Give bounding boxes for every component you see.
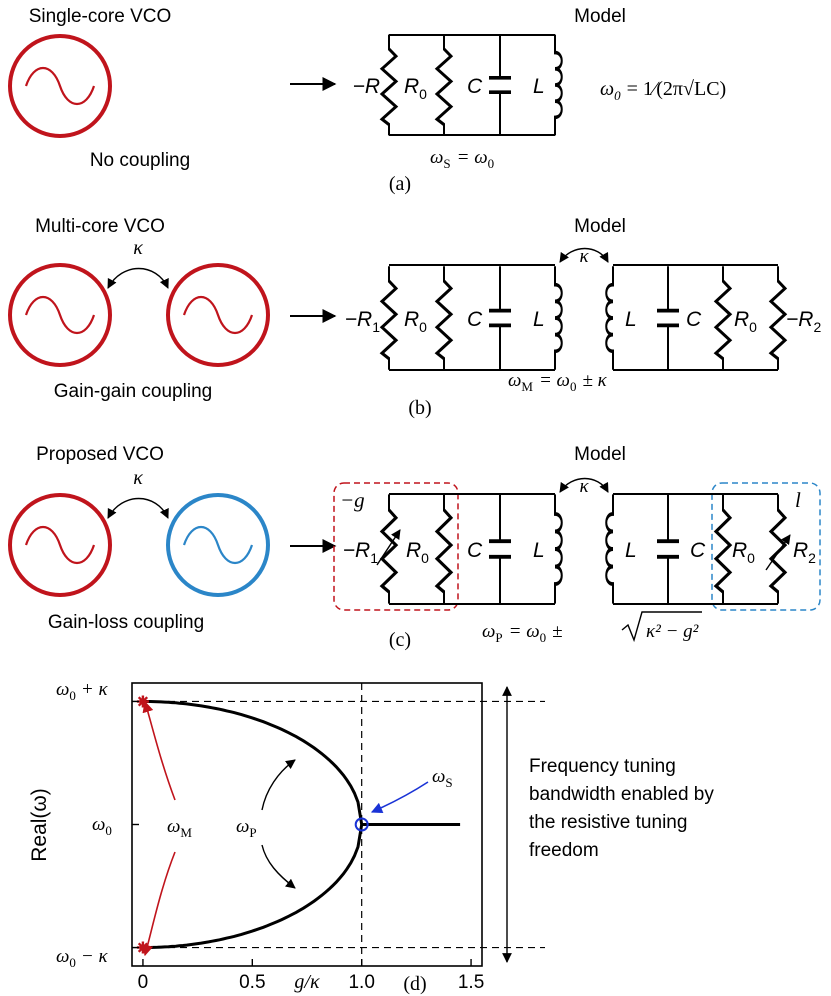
panel-c-caption: (c) bbox=[389, 629, 411, 651]
l-label: L bbox=[533, 308, 545, 331]
plot-marks: 0 0.5 1.0 1.5 bbox=[132, 683, 545, 993]
neg-r1-label: −R1 bbox=[343, 539, 378, 566]
freq-root-term: κ² − g² bbox=[646, 621, 699, 642]
x-axis-label: g/κ bbox=[294, 971, 320, 993]
l-label: L bbox=[625, 308, 637, 331]
vco-core-gain-icon bbox=[8, 263, 112, 367]
exceptional-point bbox=[354, 817, 369, 832]
panel-a: Single-core VCO No coupling Model −R R0 … bbox=[8, 6, 726, 195]
series-line bbox=[142, 700, 364, 825]
resonance-formula: ω0= 1∕(2π√LC) bbox=[600, 78, 726, 103]
omega-s-arrow-icon bbox=[370, 781, 429, 814]
vco-core-gain-icon bbox=[8, 493, 112, 597]
panel-d: 0 0.5 1.0 1.5 ω0+ κ ω0 ω0− κ Real(ω) g/κ (d… bbox=[28, 679, 719, 995]
loss-region-box bbox=[711, 482, 821, 611]
kappa-label: κ bbox=[133, 237, 143, 259]
panel-b-title: Multi-core VCO bbox=[35, 216, 165, 237]
l-label: L bbox=[533, 75, 545, 98]
neg-r-label: −R bbox=[353, 75, 380, 98]
x-tick-label: 1.0 bbox=[348, 972, 374, 993]
coupling-arrow-icon bbox=[559, 477, 609, 493]
vco-core-loss-icon bbox=[166, 493, 270, 597]
x-tick-label: 0.5 bbox=[239, 972, 265, 993]
panel-a-sublabel: No coupling bbox=[90, 150, 190, 171]
r0-label: R0 bbox=[732, 539, 755, 566]
l-label: L bbox=[625, 539, 637, 562]
coupling-arrow-icon bbox=[107, 497, 169, 519]
omega-p-annotation: ωP bbox=[236, 816, 257, 840]
freq-omega-p: ωP= ω0± bbox=[482, 621, 563, 645]
coupling-arrow-icon bbox=[559, 247, 609, 263]
r0-label: R0 bbox=[406, 539, 429, 566]
circuit-b: κ −R1 R0 C L L C R0 −R2 bbox=[345, 246, 821, 372]
panel-c: Proposed VCO κ Gain-loss coupling Model bbox=[8, 444, 821, 651]
omega-m-arrow-up-icon bbox=[142, 700, 176, 801]
series-line bbox=[142, 824, 364, 949]
neg-r1-label: −R1 bbox=[345, 308, 380, 335]
c-label: C bbox=[690, 539, 706, 562]
panel-b: Multi-core VCO κ Gain-gain coupling Mode… bbox=[8, 216, 821, 419]
y-tick-mid: ω0 bbox=[92, 814, 112, 838]
panel-b-sublabel: Gain-gain coupling bbox=[54, 381, 212, 402]
vco-core-gain-icon bbox=[8, 34, 112, 138]
coupling-arrow-icon bbox=[107, 267, 169, 289]
bandwidth-note: Frequency tuning bandwidth enabled by th… bbox=[529, 756, 719, 861]
omega-p-arrow-up-icon bbox=[261, 759, 296, 811]
y-tick-bot: ω0− κ bbox=[56, 946, 108, 970]
panel-a-model-title: Model bbox=[574, 6, 626, 27]
vco-core-gain-icon bbox=[166, 263, 270, 367]
sine-wave-icon bbox=[182, 296, 254, 334]
freq-omega-m: ωM= ω0± κ bbox=[508, 370, 608, 394]
sqrt-sign-icon bbox=[621, 611, 702, 643]
panel-c-model-title: Model bbox=[574, 444, 626, 465]
kappa-label: κ bbox=[133, 467, 143, 489]
freq-omega-s: ωS= ω0 bbox=[430, 147, 494, 171]
kappa-label: κ bbox=[579, 476, 589, 497]
panel-d-caption: (d) bbox=[403, 973, 426, 995]
r0-label: R0 bbox=[404, 308, 427, 335]
minus-g-label: −g bbox=[340, 488, 365, 512]
sine-wave-icon bbox=[24, 296, 96, 334]
panel-b-model-title: Model bbox=[574, 216, 626, 237]
l-label: L bbox=[533, 539, 545, 562]
panel-b-caption: (b) bbox=[408, 397, 431, 419]
omega-s-annotation: ωS bbox=[432, 766, 453, 790]
c-label: C bbox=[467, 539, 483, 562]
r0-label: R0 bbox=[734, 308, 757, 335]
kappa-label: κ bbox=[579, 246, 589, 267]
x-tick-label: 0 bbox=[138, 972, 149, 993]
circuit-a: −R R0 C L bbox=[353, 32, 564, 138]
panel-c-title: Proposed VCO bbox=[36, 444, 164, 465]
c-label: C bbox=[467, 308, 483, 331]
omega-m-annotation: ωM bbox=[167, 816, 192, 840]
l-loss-label: l bbox=[795, 488, 801, 512]
panel-a-caption: (a) bbox=[389, 173, 411, 195]
r0-label: R0 bbox=[404, 75, 427, 102]
c-label: C bbox=[467, 75, 483, 98]
omega-p-arrow-down-icon bbox=[261, 844, 296, 889]
sine-wave-icon bbox=[182, 526, 254, 564]
y-axis-label: Real(ω) bbox=[28, 788, 51, 862]
circuit-c: κ −g l −R1 R0 C L L C R0 R2 bbox=[333, 476, 821, 611]
y-tick-top: ω0+ κ bbox=[56, 679, 108, 703]
x-tick-label: 1.5 bbox=[458, 972, 484, 993]
panel-c-sublabel: Gain-loss coupling bbox=[48, 612, 204, 633]
omega-m-arrow-down-icon bbox=[142, 851, 176, 957]
neg-r2-label: −R2 bbox=[786, 308, 821, 335]
c-label: C bbox=[686, 308, 702, 331]
r2-label: R2 bbox=[793, 539, 816, 566]
gain-region-box bbox=[333, 482, 459, 611]
sine-wave-icon bbox=[24, 67, 96, 105]
sine-wave-icon bbox=[24, 526, 96, 564]
panel-a-title: Single-core VCO bbox=[29, 6, 172, 27]
